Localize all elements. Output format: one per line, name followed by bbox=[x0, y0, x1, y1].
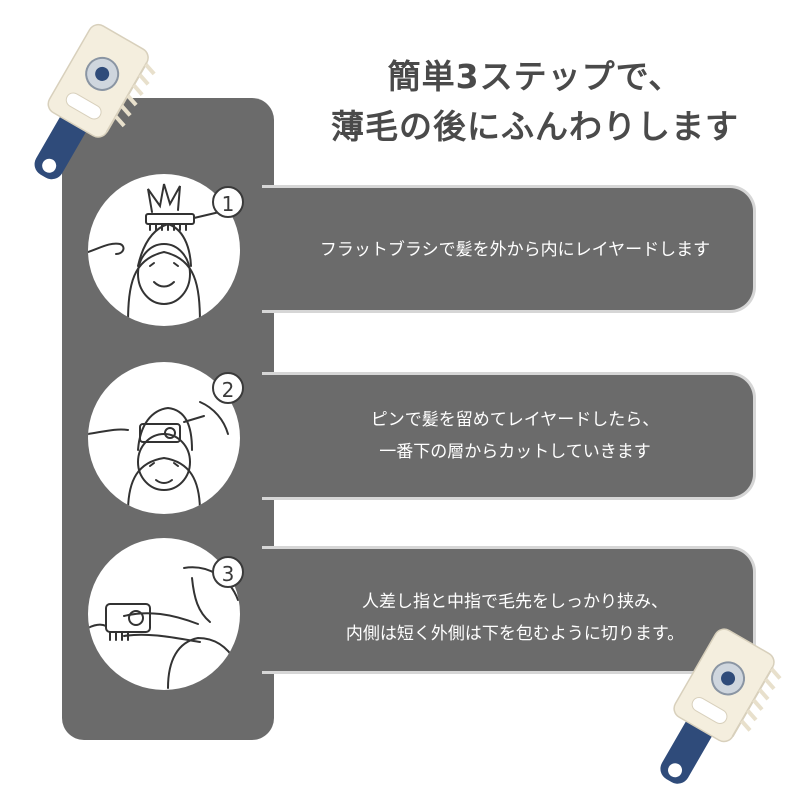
step-2-text: ピンで髪を留めてレイヤードしたら、 一番下の層からカットしていきます bbox=[280, 404, 750, 468]
step-3-line-1: 人差し指と中指で毛先をしっかり挟み、 bbox=[362, 592, 668, 612]
hair-trimmer-product-bottom bbox=[630, 618, 800, 800]
hair-trimmer-product-top bbox=[0, 10, 180, 200]
step-3-text: 人差し指と中指で毛先をしっかり挟み、 内側は短く外側は下を包むように切ります。 bbox=[280, 586, 750, 650]
step-3-number-badge: 3 bbox=[212, 556, 244, 588]
step-illustration-icon bbox=[88, 401, 229, 513]
step-1-number-badge: 1 bbox=[212, 186, 244, 218]
step-3-bar bbox=[262, 546, 756, 674]
step-2-line-2: 一番下の層からカットしていきます bbox=[379, 442, 651, 462]
page-title: 簡単3ステップで、 薄毛の後にふんわりします bbox=[300, 52, 770, 152]
title-line-2: 薄毛の後にふんわりします bbox=[331, 107, 739, 146]
step-2-bar bbox=[262, 372, 756, 500]
step-1-bar bbox=[262, 185, 756, 313]
step-1-text: フラットブラシで髪を外から内にレイヤードします bbox=[280, 234, 750, 266]
step-2-line-1: ピンで髪を留めてレイヤードしたら、 bbox=[370, 410, 660, 430]
step-1-line-1: フラットブラシで髪を外から内にレイヤードします bbox=[319, 240, 711, 260]
hair-comb-trimmer-icon bbox=[660, 628, 782, 784]
title-line-1: 簡単3ステップで、 bbox=[387, 57, 683, 96]
step-2-number-badge: 2 bbox=[212, 372, 244, 404]
step-illustration-icon bbox=[88, 183, 229, 325]
step-3-line-2: 内側は短く外側は下を包むように切ります。 bbox=[345, 624, 685, 644]
hair-comb-trimmer-icon bbox=[34, 23, 156, 180]
